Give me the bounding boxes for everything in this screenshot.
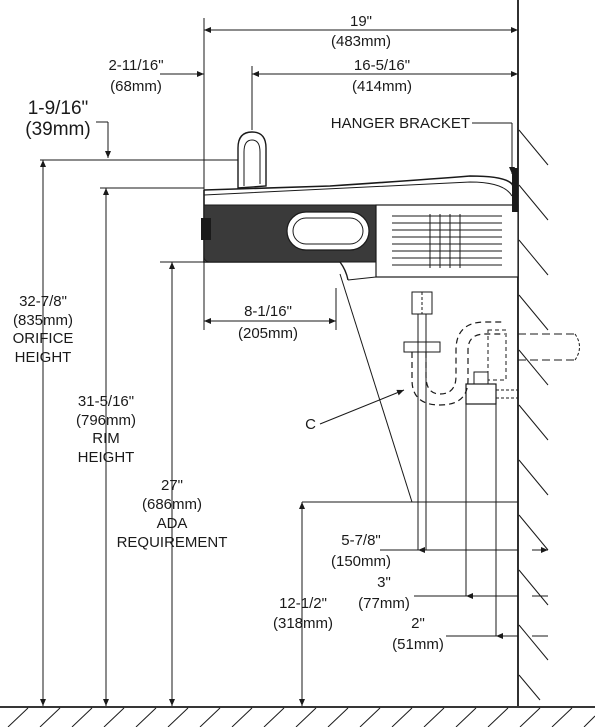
rim-height-line2: HEIGHT — [78, 449, 135, 466]
front-to-skirt-in: 8-1/16" — [244, 303, 292, 320]
supply-offset-mm: (51mm) — [392, 636, 444, 653]
c-label: C — [305, 416, 316, 433]
rim-height-mm: (796mm) — [76, 412, 136, 429]
hanger-bracket-label: HANGER BRACKET — [331, 115, 470, 132]
stop-offset-mm: (77mm) — [358, 595, 410, 612]
orifice-height-line2: HEIGHT — [15, 349, 72, 366]
wall — [517, 0, 549, 706]
overall-width-in: 19" — [350, 13, 372, 30]
orifice-above-rim-in: 1-9/16" — [28, 98, 89, 119]
stop-offset-in: 3" — [377, 574, 391, 591]
ada-requirement-line1: ADA — [157, 515, 188, 532]
rim-height-line1: RIM — [92, 430, 120, 447]
dimension-lines — [40, 18, 548, 706]
orifice-height-in: 32-7/8" — [19, 293, 67, 310]
supply-height-mm: (318mm) — [273, 615, 333, 632]
overall-width-mm: (483mm) — [331, 33, 391, 50]
drain-offset-mm: (150mm) — [331, 553, 391, 570]
wall-to-orifice-in: 16-5/16" — [354, 57, 410, 74]
rim-height-in: 31-5/16" — [78, 393, 134, 410]
front-to-orifice-mm: (68mm) — [110, 78, 162, 95]
drain-offset-in: 5-7/8" — [341, 532, 381, 549]
wall-to-orifice-mm: (414mm) — [352, 78, 412, 95]
ada-requirement-mm: (686mm) — [142, 496, 202, 513]
fountain-unit — [201, 131, 519, 281]
dimension-labels: 19" (483mm) 16-5/16" (414mm) 2-11/16" (6… — [13, 13, 444, 653]
supply-height-in: 12-1/2" — [279, 595, 327, 612]
orifice-height-line1: ORIFICE — [13, 330, 74, 347]
front-to-skirt-mm: (205mm) — [238, 325, 298, 342]
floor — [0, 706, 595, 727]
front-to-orifice-in: 2-11/16" — [108, 57, 163, 74]
supply-offset-in: 2" — [411, 615, 425, 632]
orifice-height-mm: (835mm) — [13, 312, 73, 329]
callout-labels: HANGER BRACKET C — [305, 115, 470, 433]
orifice-above-rim-mm: (39mm) — [25, 119, 90, 140]
ada-requirement-in: 27" — [161, 477, 183, 494]
ada-requirement-line2: REQUIREMENT — [117, 534, 228, 551]
plumbing — [302, 273, 580, 636]
